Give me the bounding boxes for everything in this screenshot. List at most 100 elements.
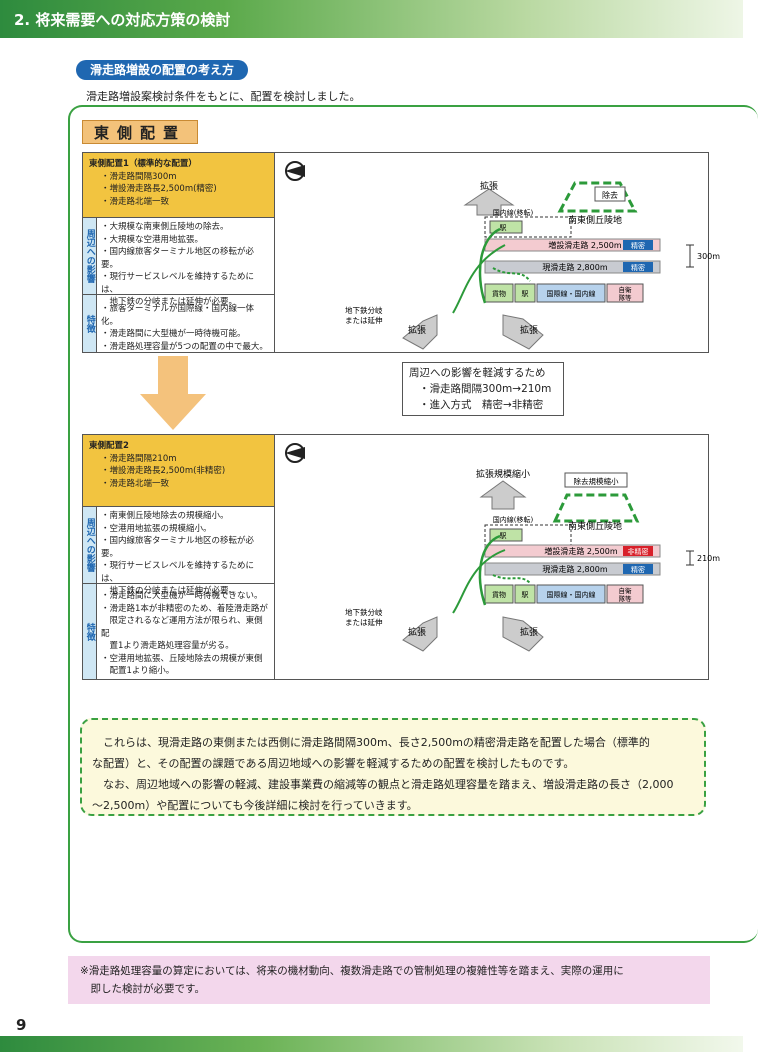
feature-line: ・滑走路1本が非精密のため、着陸滑走路が: [101, 603, 268, 614]
panel1-features: ・旅客ターミナルが国際線・国内線一体化。 ・滑走路間に大型機が一時待機可能。 ・…: [97, 295, 274, 352]
footnote-box: ※滑走路処理容量の算定においては、将来の機材動向、複数滑走路での管制処理の複雑性…: [68, 956, 710, 1004]
expand-right-label: 拡張: [520, 626, 538, 638]
impact-line: ・現行サービスレベルを維持するためには、: [101, 561, 255, 584]
jsdf-label-2: 隊等: [619, 293, 633, 302]
expand-left-label: 拡張: [408, 626, 426, 638]
panel1-table: 東側配置1（標準的な配置） ・滑走路間隔300m ・増設滑走路長2,500m(精…: [83, 153, 275, 352]
panel-east-2: 東側配置2 ・滑走路間隔210m ・増設滑走路長2,500m(非精密) ・滑走路…: [82, 434, 720, 680]
panel1-cond: ・滑走路北端一致: [101, 196, 170, 207]
feature-line: 配置1より縮小。: [101, 666, 175, 676]
station-label: 駅: [500, 224, 507, 232]
summary-line: 周辺への影響を軽減するため: [409, 367, 546, 379]
remove-label: 除去: [602, 190, 618, 200]
panel1-conditions: 東側配置1（標準的な配置） ・滑走路間隔300m ・増設滑走路長2,500m(精…: [83, 153, 274, 218]
feature-line: ・滑走路間に大型機が一時待機できない。: [101, 591, 263, 601]
subway-label: 地下鉄分岐: [345, 607, 383, 617]
expand-right-label: 拡張: [520, 324, 538, 336]
impact-line: ・大規模な南東側丘陵地の除去。: [101, 222, 229, 232]
panel1-impact-label: 周辺への影響: [83, 218, 97, 294]
expand-top-label: 拡張規模縮小: [476, 468, 530, 480]
feature-line: ・空港用地拡張、丘陵地除去の規模が東側: [101, 653, 263, 664]
footer-bar: [0, 1036, 743, 1052]
panel-east-1: 東側配置1（標準的な配置） ・滑走路間隔300m ・増設滑走路長2,500m(精…: [82, 152, 720, 353]
summary-box: 周辺への影響を軽減するため ・滑走路間隔300m→210m ・進入方式 精密→非…: [402, 362, 564, 416]
expand-left-arrow: [402, 314, 438, 350]
panel1-diagram: 拡張 除去 南東側丘陵地 国内線(移転) 駅 増設滑走路 2,500m 精密 3…: [275, 153, 720, 352]
header-bar: 2. 将来需要への対応方策の検討: [0, 0, 743, 38]
nonprecision-badge: 非精密: [628, 547, 649, 556]
jsdf-label-2: 隊等: [619, 594, 633, 603]
expand-left-label: 拡張: [408, 324, 426, 336]
down-arrow-icon: [140, 356, 206, 430]
impact-line: ・大規模な空港用地拡張。: [101, 234, 204, 245]
intro-text: 滑走路増設案検討条件をもとに、配置を検討しました。: [86, 90, 361, 103]
remove-label: 除去規模縮小: [574, 476, 619, 486]
impact-line: ・南東側丘陵地除去の規模縮小。: [101, 511, 229, 521]
spacing-label: 300m: [697, 252, 720, 261]
jsdf-label: 自衛: [619, 586, 633, 595]
panel2-cond: ・滑走路北端一致: [101, 478, 170, 489]
panel2-heading: 東側配置2: [89, 441, 129, 451]
panel2-feature-label: 特徴: [83, 584, 97, 679]
terminal-label: 国際線・国内線: [547, 289, 596, 298]
expand-up-arrow: [479, 480, 527, 510]
feature-line: 置1より滑走路処理容量が劣る。: [101, 641, 234, 651]
conclusion-line: な配置）と、その配置の課題である周辺地域への影響を軽減するための配置を検討したも…: [92, 757, 575, 770]
feature-line: ・滑走路間に大型機が一時待機可能。: [101, 329, 246, 339]
domestic-label: 国内線(移転): [493, 208, 534, 217]
station-label: 駅: [500, 532, 507, 540]
new-runway-label: 増設滑走路 2,500m: [544, 546, 617, 556]
station2-label: 駅: [522, 290, 529, 298]
subway-label-2: または延伸: [345, 617, 383, 627]
expand-right-arrow: [502, 314, 544, 350]
page-number: 9: [16, 1016, 27, 1034]
panel1-impacts: ・大規模な南東側丘陵地の除去。 ・大規模な空港用地拡張。 ・国内線旅客ターミナル…: [97, 218, 274, 307]
section-pill: 滑走路増設の配置の考え方: [76, 60, 249, 80]
conclusion-box: これらは、現滑走路の東側または西側に滑走路間隔300m、長さ2,500mの精密滑…: [80, 718, 706, 816]
impact-line: 地下鉄の分岐または延伸が必要。: [101, 586, 238, 596]
domestic-label: 国内線(移転): [493, 515, 534, 524]
panel2-impact-label: 周辺への影響: [83, 507, 97, 583]
terminal-label: 国際線・国内線: [547, 590, 596, 599]
precision-badge: 精密: [631, 241, 645, 250]
feature-line: ・滑走路処理容量が5つの配置の中で最大。: [101, 341, 268, 352]
conclusion-line: ～2,500m）や配置についても今後詳細に検討を行っていきます。: [92, 799, 418, 812]
panel2-impacts: ・南東側丘陵地除去の規模縮小。 ・空港用地拡張の規模縮小。 ・国内線旅客ターミナ…: [97, 507, 274, 596]
panel2-cond: ・増設滑走路長2,500m(非精密): [101, 466, 226, 476]
footnote-line: ※滑走路処理容量の算定においては、将来の機材動向、複数滑走路での管制処理の複雑性…: [80, 965, 624, 977]
impact-line: ・現行サービスレベルを維持するためには、: [101, 272, 255, 295]
feature-line: ・旅客ターミナルが国際線・国内線一体化。: [101, 304, 255, 327]
cur-precision-badge: 精密: [631, 565, 645, 574]
cur-precision-badge: 精密: [631, 263, 645, 272]
feature-line: 限定されるなど運用方法が限られ、東側配: [101, 616, 263, 639]
impact-line: ・空港用地拡張の規模縮小。: [101, 523, 212, 534]
east-title: 東側配置: [82, 120, 198, 144]
cargo-label: 貨物: [492, 590, 506, 599]
footnote-line: 即した検討が必要です。: [80, 983, 205, 995]
jsdf-label: 自衛: [619, 285, 633, 294]
expand-right-arrow: [502, 616, 544, 652]
expand-left-arrow: [402, 616, 438, 652]
expand-top-label: 拡張: [480, 180, 498, 192]
panel1-cond: ・増設滑走路長2,500m(精密): [101, 184, 217, 194]
new-runway-label: 増設滑走路 2,500m: [548, 240, 621, 250]
hill-label: 南東側丘陵地: [568, 214, 622, 226]
panel2-diagram: 拡張規模縮小 除去規模縮小 南東側丘陵地 国内線(移転) 駅 増設滑走路 2,5…: [275, 435, 720, 679]
hill-area: [552, 493, 640, 523]
subway-label: 地下鉄分岐: [345, 305, 383, 315]
conclusion-line: なお、周辺地域への影響の軽減、建設事業費の縮減等の観点と滑走路処理容量を踏まえ、…: [92, 778, 674, 791]
station2-label: 駅: [522, 591, 529, 599]
subway-label-2: または延伸: [345, 315, 383, 325]
panel1-cond: ・滑走路間隔300m: [101, 171, 177, 182]
panel2-cond: ・滑走路間隔210m: [101, 453, 177, 464]
compass-icon: [285, 443, 305, 463]
panel2-features: ・滑走路間に大型機が一時待機できない。 ・滑走路1本が非精密のため、着陸滑走路が…: [97, 584, 274, 679]
spacing-label: 210m: [697, 554, 720, 563]
conclusion-line: これらは、現滑走路の東側または西側に滑走路間隔300m、長さ2,500mの精密滑…: [92, 736, 650, 749]
current-runway-label: 現滑走路 2,800m: [542, 262, 607, 272]
header-title: 2. 将来需要への対応方策の検討: [14, 11, 231, 29]
panel2-table: 東側配置2 ・滑走路間隔210m ・増設滑走路長2,500m(非精密) ・滑走路…: [83, 435, 275, 679]
impact-line: ・国内線旅客ターミナル地区の移転が必要。: [101, 247, 255, 270]
panel1-feature-label: 特徴: [83, 295, 97, 352]
hill-label: 南東側丘陵地: [568, 520, 622, 532]
